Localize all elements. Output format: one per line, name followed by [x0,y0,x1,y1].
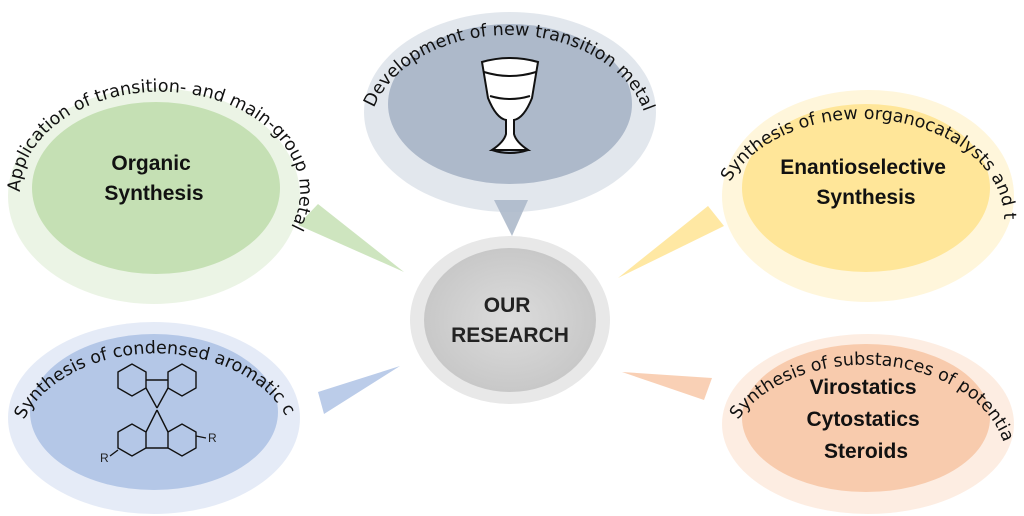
connectors [298,200,724,414]
connector-transition [494,200,528,236]
svg-text:Organic Synthesis: Organic Synthesis [104,152,203,205]
medicinal-title-line2: Cytostatics [806,408,919,431]
svg-text:OUR RESEARCH: OUR RESEARCH [451,294,569,347]
enantio-title-line1: Enantioselective [780,156,946,179]
center-title-line2: RESEARCH [451,324,569,347]
organic-title-line2: Synthesis [104,182,203,205]
enantio-title-line2: Synthesis [816,186,915,209]
medicinal-title-line1: Virostatics [810,376,917,399]
connector-medicinal [622,372,712,400]
substituent-label-left: R [100,451,109,465]
medicinal-title-line3: Steroids [824,440,908,463]
substituent-label-right: R [208,431,217,445]
grail-icon [480,57,540,154]
connector-organic [298,204,404,272]
connector-enantio [618,206,724,278]
connector-aromatic [318,366,400,414]
node-organic-synthesis: Organic Synthesis Application of transit… [0,0,315,304]
spirobifluorene-structure-icon [109,363,207,457]
svg-text:Virostatics Cytostatics: Virostatics Cytostatics Steroids [806,376,925,463]
center-title-line1: OUR [484,294,531,317]
organic-title-line1: Organic [111,152,191,175]
center-node: OUR RESEARCH [410,236,610,404]
svg-text:Enantioselective Synthes: Enantioselective Synthesis [780,156,952,209]
